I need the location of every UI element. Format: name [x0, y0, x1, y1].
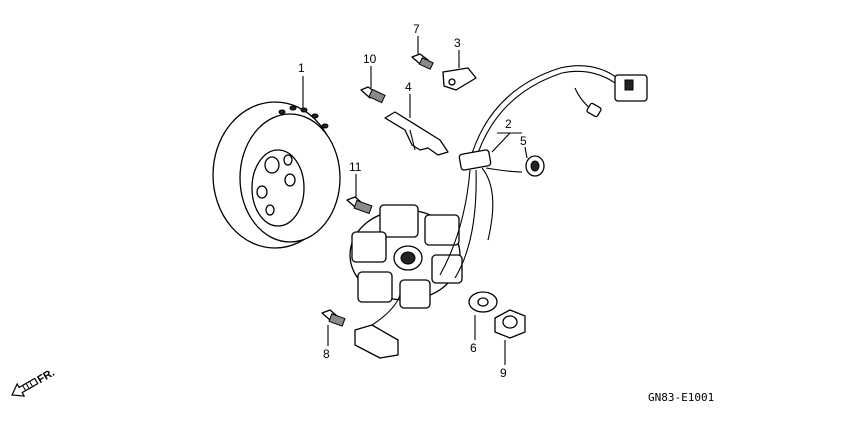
bolt-11 — [346, 196, 373, 215]
leader-lines — [302, 36, 528, 365]
callout-10: 10 — [363, 52, 377, 66]
wire-harness — [439, 65, 648, 279]
front-direction-label: FR. — [35, 367, 56, 386]
callout-1: 1 — [298, 61, 305, 75]
callout-4: 4 — [405, 80, 412, 94]
callout-5: 5 — [520, 134, 527, 148]
callout-2: 2 — [505, 117, 512, 131]
clamp — [442, 67, 477, 91]
flywheel — [212, 101, 341, 249]
bolt-7 — [411, 53, 434, 70]
callout-11: 11 — [349, 160, 362, 174]
callout-3: 3 — [454, 36, 461, 50]
nut — [494, 309, 526, 339]
callout-6: 6 — [470, 341, 477, 355]
callout-7: 7 — [413, 22, 420, 36]
bracket — [384, 111, 449, 156]
washer — [468, 291, 498, 313]
grommet — [525, 155, 545, 177]
diagram-code: GN83-E1001 — [648, 391, 714, 404]
bolt-8 — [321, 309, 346, 327]
callout-8: 8 — [323, 347, 330, 361]
bolt-10 — [360, 86, 386, 104]
stator — [349, 204, 463, 309]
callout-9: 9 — [500, 366, 507, 380]
front-direction-arrow: FR. — [11, 367, 57, 397]
pickup-coil — [354, 294, 401, 359]
